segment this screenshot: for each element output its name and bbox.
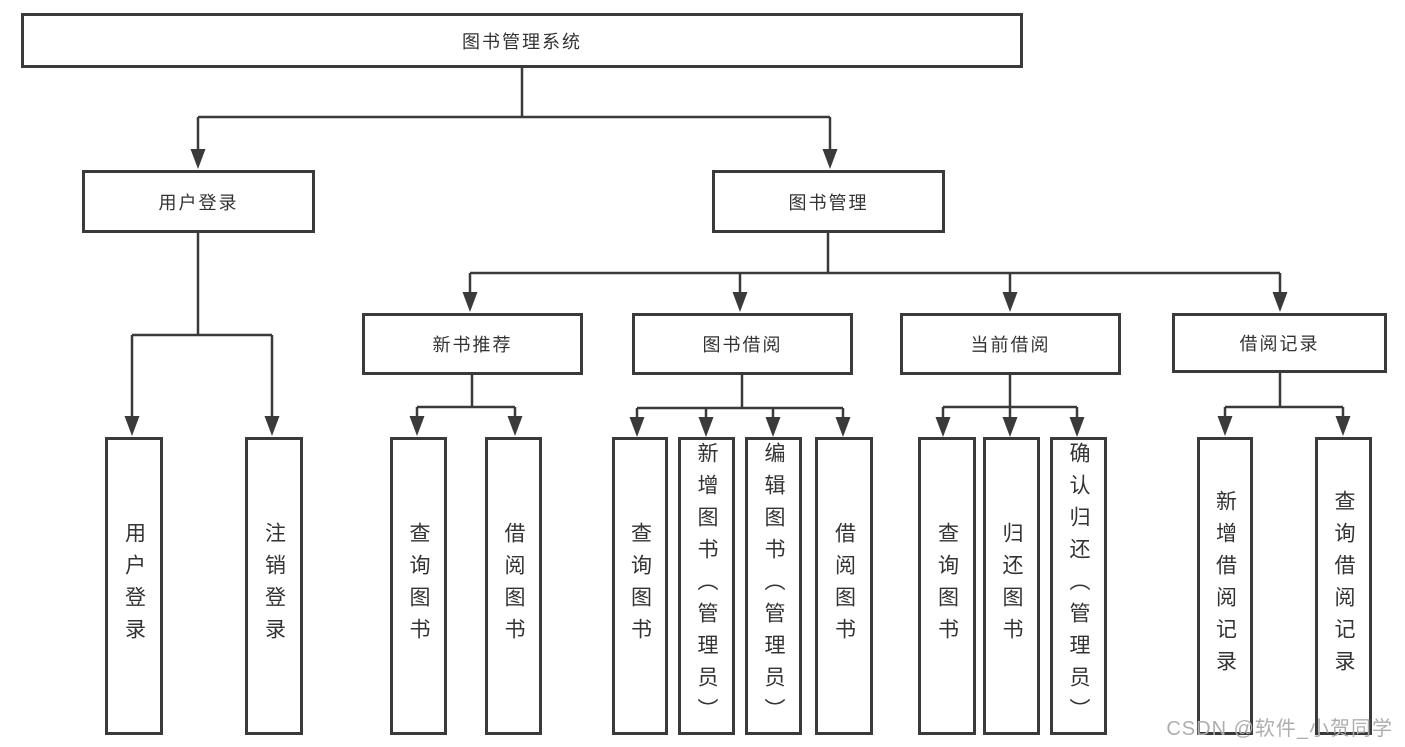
leaf-add-borrow-record: 新增借阅记录 xyxy=(1197,437,1253,735)
leaf-label: 借阅图书 xyxy=(502,522,525,650)
leaf-label: 借阅图书 xyxy=(832,522,856,650)
node-borrow-records: 借阅记录 xyxy=(1172,313,1387,373)
leaf-label: 确认归还（管理员） xyxy=(1067,442,1090,730)
node-book-management-branch: 图书管理 xyxy=(712,170,945,233)
leaf-query-borrow-record: 查询借阅记录 xyxy=(1315,437,1372,735)
leaf-label: 新增借阅记录 xyxy=(1213,490,1237,682)
leaf-confirm-return-admin: 确认归还（管理员） xyxy=(1050,437,1107,735)
node-new-book-recommend: 新书推荐 xyxy=(362,313,583,375)
leaf-user-login: 用户登录 xyxy=(105,437,163,735)
leaf-query-books-recommend: 查询图书 xyxy=(390,437,447,735)
leaf-query-books-borrow: 查询图书 xyxy=(612,437,668,735)
leaf-label: 用户登录 xyxy=(122,522,146,650)
leaf-borrow-books-recommend: 借阅图书 xyxy=(485,437,542,735)
leaf-label: 新增图书（管理员） xyxy=(695,442,718,730)
leaf-logout: 注销登录 xyxy=(245,437,303,735)
leaf-label: 查询图书 xyxy=(935,522,959,650)
leaf-label: 注销登录 xyxy=(262,522,286,650)
leaf-add-books-admin: 新增图书（管理员） xyxy=(678,437,735,735)
leaf-label: 归还图书 xyxy=(1000,522,1023,650)
csdn-watermark: CSDN @软件_小贺同学 xyxy=(1166,718,1393,740)
leaf-label: 编辑图书（管理员） xyxy=(762,442,785,730)
node-book-borrow: 图书借阅 xyxy=(632,313,853,375)
node-system-root: 图书管理系统 xyxy=(21,13,1023,68)
leaf-edit-books-admin: 编辑图书（管理员） xyxy=(745,437,802,735)
node-current-borrow: 当前借阅 xyxy=(900,313,1121,375)
node-user-login-branch: 用户登录 xyxy=(82,170,315,233)
leaf-query-books-current: 查询图书 xyxy=(918,437,976,735)
leaf-label: 查询图书 xyxy=(407,522,430,650)
leaf-label: 查询借阅记录 xyxy=(1332,490,1355,682)
leaf-borrow-books: 借阅图书 xyxy=(815,437,873,735)
arrowheads xyxy=(124,149,1351,437)
leaf-return-books: 归还图书 xyxy=(983,437,1040,735)
leaf-label: 查询图书 xyxy=(628,522,652,650)
